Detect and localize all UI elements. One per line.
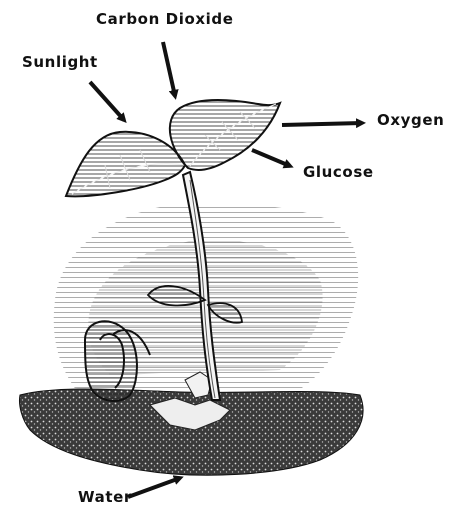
water-arrow bbox=[128, 478, 180, 497]
oxygen-label: Oxygen bbox=[377, 113, 444, 128]
carbon-dioxide-arrow bbox=[163, 42, 175, 96]
glucose-arrow bbox=[252, 150, 290, 166]
carbon-dioxide-label: Carbon Dioxide bbox=[96, 12, 234, 27]
water-label: Water bbox=[78, 490, 132, 505]
sunlight-label: Sunlight bbox=[22, 55, 98, 70]
left-leaf bbox=[66, 132, 185, 196]
glucose-label: Glucose bbox=[303, 165, 374, 180]
right-leaf bbox=[170, 100, 280, 170]
sunlight-arrow bbox=[90, 82, 124, 120]
oxygen-arrow bbox=[282, 123, 362, 125]
soil bbox=[19, 372, 363, 475]
